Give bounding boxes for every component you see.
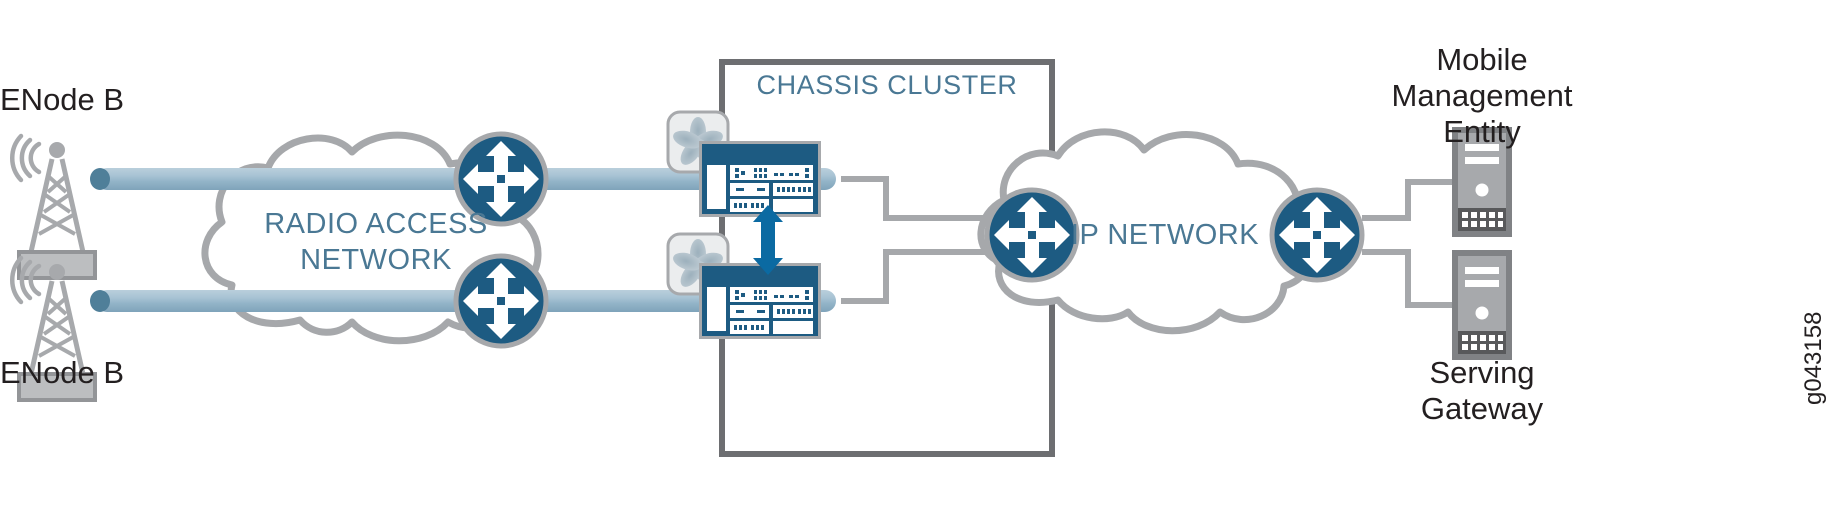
- mobile-management-entity-label: Mobile Management Entity: [1391, 42, 1573, 149]
- access-link-bottom: [90, 290, 508, 312]
- ip-network-label: IP NETWORK: [1070, 219, 1260, 251]
- cluster-to-ip-links: [841, 176, 988, 304]
- radio-access-network-label: RADIO ACCESS NETWORK: [264, 208, 488, 276]
- server-icon-serving-gateway[interactable]: [1452, 250, 1512, 360]
- figure-id: g043158: [1800, 311, 1827, 405]
- router-icon-ip-right[interactable]: [1272, 190, 1362, 280]
- firewall-icon-node-1[interactable]: [699, 141, 821, 217]
- double-arrow-icon-cluster-link: [753, 205, 783, 275]
- cell-tower-icon-top: [12, 136, 95, 278]
- ip-to-server-links: [1362, 179, 1452, 308]
- firewall-icon-node-2[interactable]: [699, 263, 821, 339]
- enode-b-top-label: ENode B: [0, 82, 125, 117]
- serving-gateway-label: Serving Gateway: [1420, 355, 1544, 426]
- enode-b-bottom-label: ENode B: [0, 355, 125, 390]
- access-link-top: [90, 168, 508, 190]
- chassis-cluster-title: CHASSIS CLUSTER: [756, 70, 1018, 100]
